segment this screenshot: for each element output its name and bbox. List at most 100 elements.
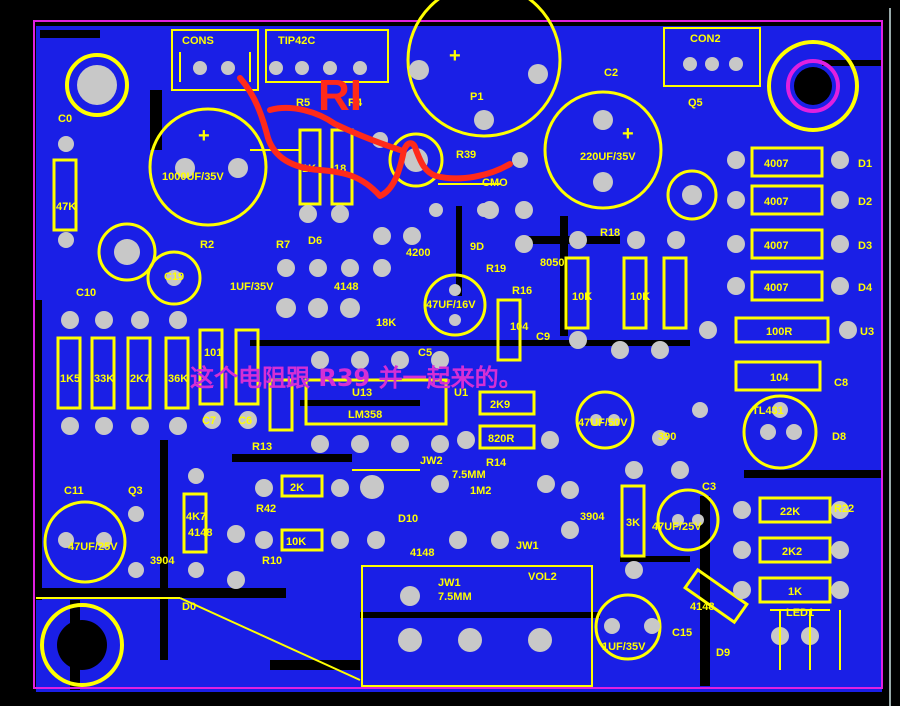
- label-c15-value: 1UF/35V: [602, 641, 646, 653]
- label-d-4148: 4148: [410, 547, 434, 559]
- label-q3: Q3: [128, 485, 143, 497]
- label-c5: C5: [418, 347, 432, 359]
- svg-text:+: +: [449, 45, 461, 67]
- label-c8: C8: [834, 377, 848, 389]
- label-d-4148c: 4148: [334, 281, 358, 293]
- connector-vol2: [361, 565, 593, 687]
- label-r-10k-b: 10K: [572, 291, 592, 303]
- label-c2: C2: [604, 67, 618, 79]
- label-c10: C10: [76, 287, 96, 299]
- label-c11: C11: [64, 485, 84, 497]
- label-q-9d: 9D: [470, 241, 484, 253]
- label-r42: R42: [256, 503, 276, 515]
- label-r19: R19: [486, 263, 506, 275]
- label-r14: R14: [486, 457, 507, 469]
- label-q5: Q5: [688, 97, 703, 109]
- label-u1: U1: [454, 387, 468, 399]
- label-r-18k: 18K: [376, 317, 396, 329]
- label-d-4148d: 4148: [690, 601, 714, 613]
- label-r39: R39: [456, 149, 476, 161]
- svg-text:+: +: [198, 125, 210, 147]
- label-r-2k: 2K: [290, 482, 304, 494]
- label-con2: CON2: [690, 33, 721, 45]
- label-r22: R22: [834, 503, 854, 515]
- label-r5: R5: [296, 97, 310, 109]
- label-r-104: 104: [770, 372, 789, 384]
- label-r18: R18: [600, 227, 620, 239]
- label-d1: D1: [858, 158, 872, 170]
- label-q-3904b: 3904: [150, 555, 175, 567]
- label-r4: R4: [348, 97, 363, 109]
- svg-text:+: +: [622, 123, 634, 145]
- overlay-note: 这个电阻跟 R39 并一起来的。: [190, 364, 523, 392]
- connector-con2: [663, 27, 761, 87]
- label-r-36k: 36K: [168, 373, 188, 385]
- label-d4-value: 4007: [764, 282, 788, 294]
- label-c4-value: 1000UF/35V: [162, 171, 224, 183]
- label-vol2: VOL2: [528, 571, 557, 583]
- label-led1: LED1: [786, 607, 814, 619]
- label-cap-104: 104: [510, 321, 529, 333]
- label-r-10k-c: 10K: [630, 291, 650, 303]
- label-q-4200: 4200: [406, 247, 430, 259]
- label-c11-value: 47UF/25V: [68, 541, 118, 553]
- label-jw2: JW2: [420, 455, 443, 467]
- label-r-1m2: 1M2: [470, 485, 491, 497]
- label-p1: P1: [470, 91, 483, 103]
- cap-c2-outline: +: [543, 90, 663, 210]
- label-d3: D3: [858, 240, 872, 252]
- label-tl431: TL431: [752, 405, 784, 417]
- silk-lines: [36, 149, 841, 681]
- label-q-8050: 8050: [540, 257, 564, 269]
- label-c3: C3: [702, 481, 716, 493]
- label-cap-101: 101: [204, 347, 222, 359]
- label-c3-value: 47UF/25V: [652, 521, 702, 533]
- pot-p1-outline: +: [406, 0, 562, 138]
- label-r10: R10: [262, 555, 282, 567]
- label-d-4148b: 4148: [188, 527, 212, 539]
- label-cons: CONS: [182, 35, 214, 47]
- label-jw-75mm-top: 7.5MM: [452, 469, 486, 481]
- label-r-22k: 22K: [780, 506, 800, 518]
- label-r-1k5: 1K5: [60, 373, 80, 385]
- label-r-4k7: 4K7: [186, 511, 206, 523]
- label-c6: C6: [238, 415, 252, 427]
- label-r16: R16: [512, 285, 532, 297]
- connector-cons: [171, 29, 259, 91]
- label-jw1-top: JW1: [516, 540, 539, 552]
- label-c15: C15: [672, 627, 692, 639]
- label-c2-value: 220UF/35V: [580, 151, 636, 163]
- label-r-1k: 1K: [788, 586, 802, 598]
- label-d9: D9: [716, 647, 730, 659]
- label-jw1-bottom: JW1: [438, 577, 461, 589]
- label-tip42c: TIP42C: [278, 35, 315, 47]
- label-d1-value: 4007: [764, 158, 788, 170]
- label-d4: D4: [858, 282, 873, 294]
- cap-c4-outline: +: [148, 107, 268, 227]
- handwritten-annotation: RI: [318, 71, 362, 120]
- label-cap-390: 390: [658, 431, 676, 443]
- label-r-3k: 3K: [626, 517, 640, 529]
- label-r-820r: 820R: [488, 433, 514, 445]
- label-d10: D10: [398, 513, 418, 525]
- label-d8: D8: [832, 431, 846, 443]
- label-c7: C7: [202, 415, 216, 427]
- label-d2: D2: [858, 196, 872, 208]
- label-r2: R2: [200, 239, 214, 251]
- label-d0: D0: [182, 601, 196, 613]
- label-jw-75mm-bottom: 7.5MM: [438, 591, 472, 603]
- label-u3: U3: [860, 326, 874, 338]
- label-d3-value: 4007: [764, 240, 788, 252]
- label-lm358: LM358: [348, 409, 382, 421]
- label-47uf-50v: 47UF/50V: [578, 417, 628, 429]
- label-d2-value: 4007: [764, 196, 788, 208]
- label-d6: D6: [308, 235, 322, 247]
- label-r-47k: 47K: [56, 201, 76, 213]
- label-cap-1uf: 1UF/35V: [230, 281, 274, 293]
- board-outline: [33, 20, 883, 689]
- label-c0: C0: [58, 113, 72, 125]
- connector-tip42c: [265, 29, 389, 83]
- label-r7: R7: [276, 239, 290, 251]
